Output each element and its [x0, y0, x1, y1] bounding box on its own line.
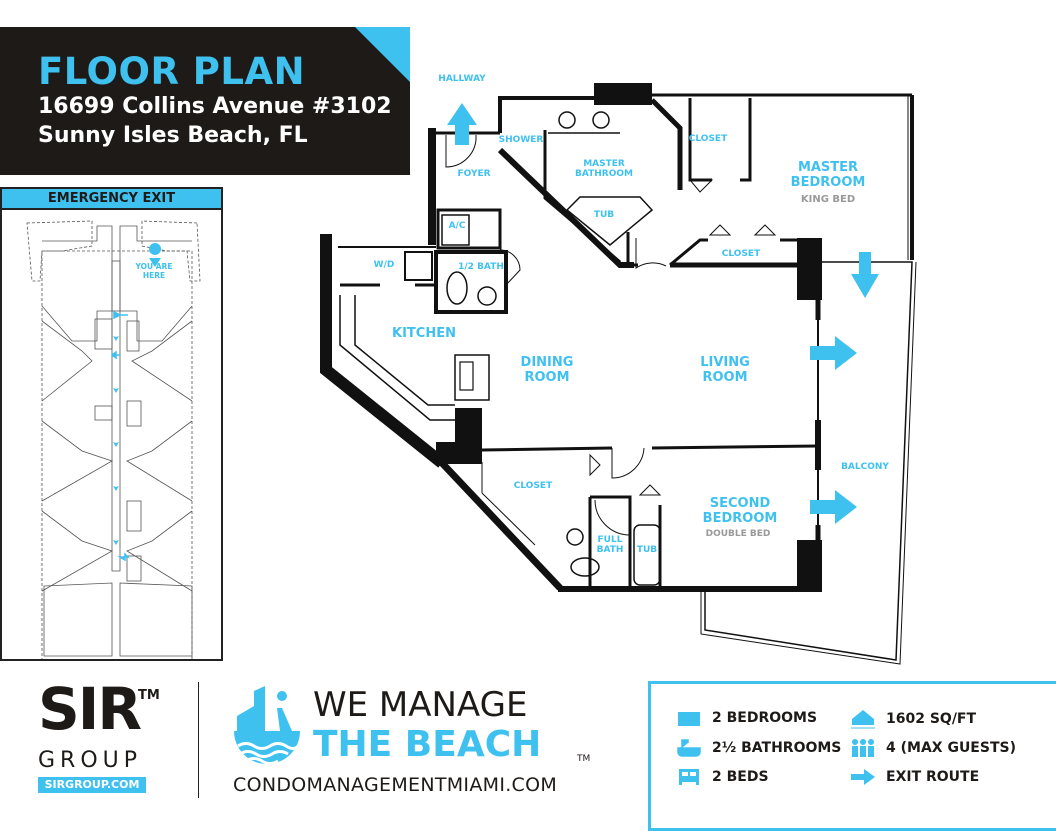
dining-room-label: DINING ROOM — [520, 355, 574, 385]
exit-arrows — [447, 103, 879, 524]
bathrooms-text: 2½ BATHROOMS — [712, 740, 842, 756]
second-tub-label: TUB — [636, 545, 658, 555]
bedrooms-text: 2 BEDROOMS — [712, 710, 818, 726]
full-bath-label: FULL BATH — [596, 535, 624, 556]
wmtb-tm: TM — [577, 754, 591, 764]
location-pin-icon — [149, 243, 162, 267]
guests-item: 4 (MAX GUESTS) — [850, 738, 1016, 758]
sir-group-label: GROUP — [38, 748, 143, 773]
sqft-item: 1602 SQ/FT — [850, 709, 976, 729]
hallway-label: HALLWAY — [438, 74, 486, 84]
second-closet-label: CLOSET — [513, 481, 553, 491]
shower-label: SHOWER — [498, 135, 544, 145]
exit-arrow-icon — [851, 769, 875, 785]
you-are-here-label: YOU ARE HERE — [135, 262, 173, 280]
guests-icon — [852, 739, 874, 757]
page-title: FLOOR PLAN — [38, 50, 306, 93]
bathrooms-item: 2½ BATHROOMS — [676, 738, 841, 758]
exit-arrow-icon — [851, 252, 879, 298]
exit-route-arrows — [110, 310, 130, 562]
floor-plan — [320, 83, 917, 665]
emergency-exit-panel: EMERGENCY EXIT — [0, 187, 223, 661]
house-icon — [851, 710, 875, 729]
wmtb-logo-icon — [234, 686, 300, 765]
living-room-label: LIVING ROOM — [700, 355, 750, 385]
beds-item: 2 BEDS — [676, 767, 769, 787]
ac-label: A/C — [448, 221, 466, 231]
emergency-exit-title: EMERGENCY EXIT — [2, 189, 221, 210]
bathtub-icon — [677, 739, 701, 757]
exit-arrow-icon — [810, 490, 857, 524]
bedroom-icon — [678, 712, 700, 726]
bed-icon — [679, 769, 699, 785]
wmtb-line1: WE MANAGE — [313, 685, 528, 725]
sir-logo-mark: SIR — [38, 675, 142, 743]
logo-divider — [198, 682, 199, 798]
hallway-arrow-icon — [447, 103, 477, 145]
master-tub-label: TUB — [593, 210, 615, 220]
exit-route-text: EXIT ROUTE — [886, 769, 980, 785]
title-block — [0, 27, 410, 175]
master-bed-type: KING BED — [800, 194, 856, 205]
half-bath-label: 1/2 BATH — [458, 262, 504, 272]
address-line-1: 16699 Collins Avenue #3102 — [38, 94, 392, 119]
second-bed-type: DOUBLE BED — [705, 529, 771, 539]
kitchen-label: KITCHEN — [392, 326, 456, 341]
wmtb-line2: THE BEACH — [313, 724, 542, 765]
bedrooms-item: 2 BEDROOMS — [676, 709, 817, 727]
foyer-label: FOYER — [457, 169, 491, 179]
wmtb-url: CONDOMANAGEMENTMIAMI.COM — [233, 774, 558, 796]
beds-text: 2 BEDS — [712, 769, 769, 785]
master-closet-label: CLOSET — [688, 134, 728, 144]
corner-accent — [355, 27, 410, 82]
address-line-2: Sunny Isles Beach, FL — [38, 123, 308, 148]
outer-wall-left — [320, 234, 446, 468]
second-bedroom-label: SECOND BEDROOM — [702, 496, 778, 526]
exit-arrow-icon — [810, 336, 857, 370]
hall-closet-label: CLOSET — [721, 249, 761, 259]
building-map — [26, 220, 201, 659]
balcony-label: BALCONY — [841, 462, 889, 472]
wd-label: W/D — [373, 260, 395, 270]
master-bedroom-label: MASTER BEDROOM — [790, 160, 866, 190]
sir-tm: TM — [138, 688, 160, 703]
exit-route-item: EXIT ROUTE — [850, 767, 979, 787]
master-bathroom-label: MASTER BATHROOM — [575, 159, 633, 180]
sir-url: SIRGROUP.COM — [38, 777, 146, 793]
guests-text: 4 (MAX GUESTS) — [886, 740, 1016, 756]
sqft-text: 1602 SQ/FT — [886, 711, 977, 727]
